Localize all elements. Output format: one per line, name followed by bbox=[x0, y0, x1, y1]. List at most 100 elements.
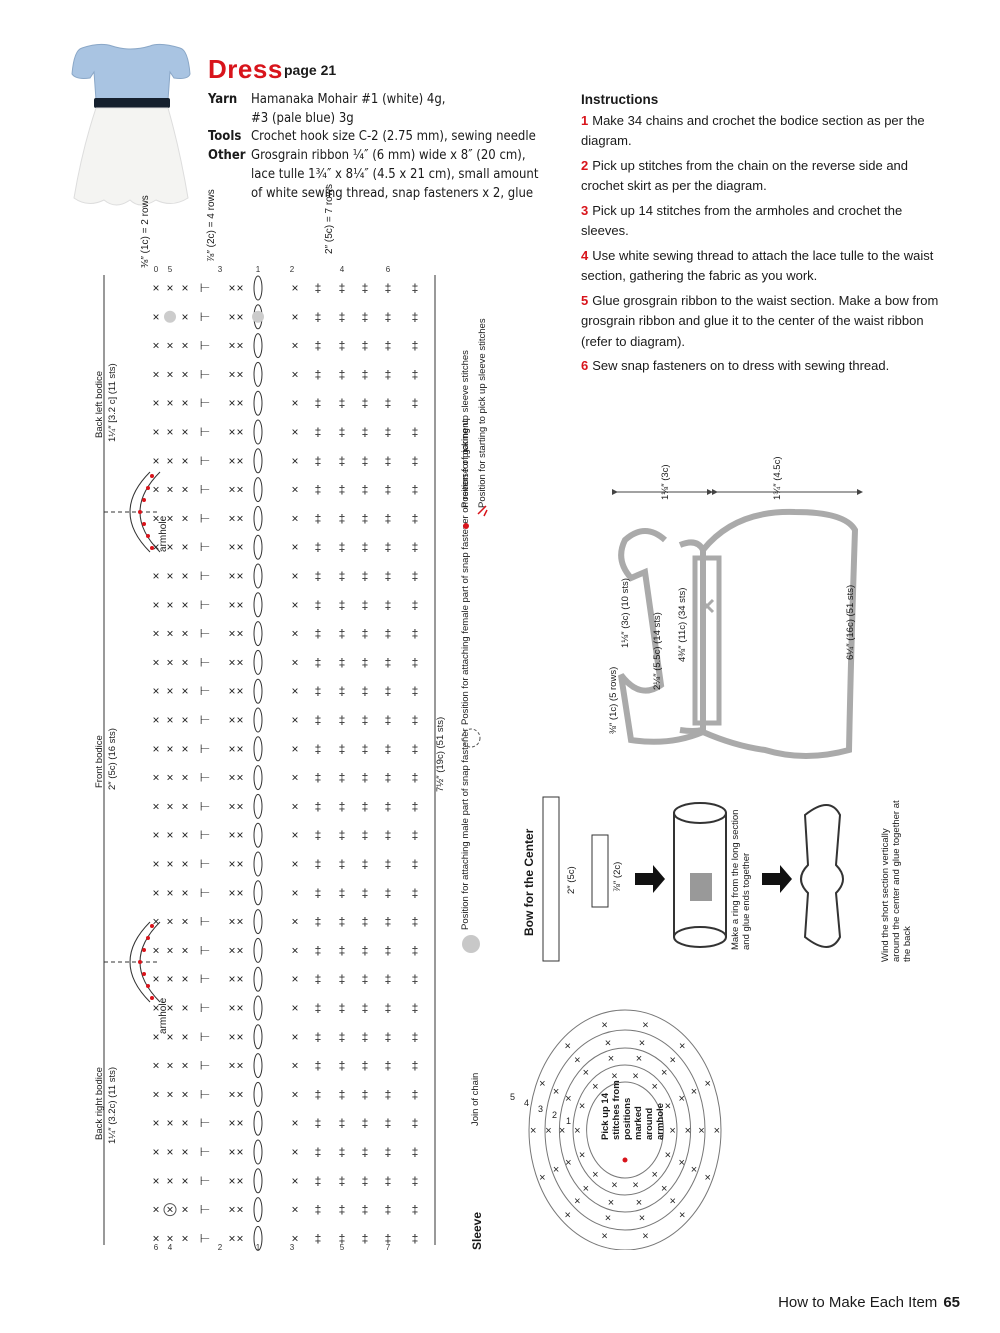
stitch-dc2: ‡ bbox=[362, 828, 369, 842]
stitch-dc: ⊢ bbox=[200, 1059, 210, 1073]
sleeve-round bbox=[544, 1029, 706, 1231]
sleeve-stitch: × bbox=[539, 1172, 545, 1184]
page-number: 65 bbox=[943, 1294, 960, 1311]
stitch-dc2: × bbox=[291, 1203, 298, 1217]
sleeve-stitch: × bbox=[665, 1101, 671, 1113]
stitch-dc2: ‡ bbox=[339, 281, 346, 295]
stitch-sc: × bbox=[166, 1116, 173, 1130]
other-value-2: lace tulle 1¾″ x 8¼″ (4.5 x 21 cm), smal… bbox=[251, 167, 539, 182]
stitch-dc2: ‡ bbox=[362, 655, 369, 669]
stitch-sc: × bbox=[181, 1001, 188, 1015]
stitch-sc: × bbox=[181, 1145, 188, 1159]
schem-bodice-h: 1⅛″ (3c) (10 sts) bbox=[620, 578, 631, 648]
stitch-sc: × bbox=[228, 1145, 235, 1159]
stitch-dc2: × bbox=[291, 1030, 298, 1044]
stitch-sc: × bbox=[152, 598, 159, 612]
stitch-dc2: ‡ bbox=[412, 1231, 419, 1245]
pick-dot bbox=[146, 984, 150, 988]
stitch-dc: ⊢ bbox=[200, 483, 210, 497]
stitch-dc2: × bbox=[291, 857, 298, 871]
female-snap-icon bbox=[461, 728, 481, 748]
sleeve-stitch: × bbox=[592, 1081, 598, 1093]
stitch-dc2: ‡ bbox=[412, 972, 419, 986]
stitch-dc2: ‡ bbox=[362, 915, 369, 929]
stitch-dc2: ‡ bbox=[315, 713, 322, 727]
stitch-sc: × bbox=[236, 972, 243, 986]
stitch-dc2: ‡ bbox=[412, 1001, 419, 1015]
stitch-dc: ⊢ bbox=[200, 713, 210, 727]
stitch-dc2: × bbox=[291, 742, 298, 756]
stitch-dc: ⊢ bbox=[200, 454, 210, 468]
stitch-dc: ⊢ bbox=[200, 684, 210, 698]
stitch-sc: × bbox=[236, 799, 243, 813]
stitch-sc: × bbox=[236, 684, 243, 698]
stitch-sc: × bbox=[228, 483, 235, 497]
sleeve-stitch: × bbox=[679, 1041, 685, 1053]
step-number: 3 bbox=[581, 202, 589, 218]
row-number-top: 4 bbox=[340, 265, 345, 274]
stitch-dc2: × bbox=[291, 540, 298, 554]
stitch-dc2: ‡ bbox=[385, 771, 392, 785]
stitch-dc2: ‡ bbox=[385, 569, 392, 583]
sleeve-round-number: 3 bbox=[538, 1104, 543, 1114]
stitch-dc: ⊢ bbox=[200, 655, 210, 669]
stitch-sc: × bbox=[181, 1030, 188, 1044]
stitch-sc: × bbox=[228, 598, 235, 612]
stitch-dc2: ‡ bbox=[412, 655, 419, 669]
pick-dot bbox=[142, 498, 146, 502]
stitch-sc: × bbox=[181, 281, 188, 295]
stitch-dc2: ‡ bbox=[362, 425, 369, 439]
stitch-dc2: ‡ bbox=[412, 1059, 419, 1073]
stitch-dc2: × bbox=[291, 1059, 298, 1073]
stitch-dc2: ‡ bbox=[315, 540, 322, 554]
stitch-sc: × bbox=[228, 972, 235, 986]
sleeve-stitch: × bbox=[530, 1125, 536, 1137]
sleeve-stitch: × bbox=[545, 1125, 551, 1137]
stitch-sc: × bbox=[166, 886, 173, 900]
stitch-dc2: ‡ bbox=[412, 281, 419, 295]
stitch-chain bbox=[253, 1024, 263, 1050]
stitch-sc: × bbox=[166, 540, 173, 554]
stitch-dc2: ‡ bbox=[362, 886, 369, 900]
stitch-sc: × bbox=[166, 1174, 173, 1188]
stitch-dc2: ‡ bbox=[412, 511, 419, 525]
stitch-dc2: ‡ bbox=[339, 684, 346, 698]
stitch-dc2: × bbox=[291, 972, 298, 986]
step-number: 4 bbox=[581, 247, 589, 263]
stitch-chain bbox=[253, 592, 263, 618]
stitch-dc2: ‡ bbox=[385, 1231, 392, 1245]
stitch-dc2: ‡ bbox=[362, 1116, 369, 1130]
stitch-chain bbox=[253, 880, 263, 906]
stitch-dc2: ‡ bbox=[385, 1030, 392, 1044]
stitch-sc: × bbox=[181, 915, 188, 929]
stitch-dc2: × bbox=[291, 886, 298, 900]
dress-schematic bbox=[612, 489, 863, 759]
stitch-dc2: ‡ bbox=[339, 943, 346, 957]
stitch-sc: × bbox=[181, 454, 188, 468]
sleeve-stitch: × bbox=[608, 1197, 614, 1209]
stitch-sc: × bbox=[236, 828, 243, 842]
sleeve-stitch: × bbox=[714, 1125, 720, 1137]
row-number-bottom: 7 bbox=[386, 1243, 391, 1252]
stitch-dc2: ‡ bbox=[339, 1174, 346, 1188]
stitch-sc: × bbox=[181, 742, 188, 756]
pick-dot bbox=[150, 924, 154, 928]
stitch-sc: × bbox=[181, 1231, 188, 1245]
stitch-sc: × bbox=[181, 1059, 188, 1073]
stitch-sc: × bbox=[166, 742, 173, 756]
armhole-arc bbox=[129, 471, 151, 553]
stitch-dc2: ‡ bbox=[362, 627, 369, 641]
legend-symbols bbox=[461, 505, 488, 953]
sleeve-stitch: × bbox=[565, 1041, 571, 1053]
stitch-dc2: ‡ bbox=[315, 799, 322, 813]
stitch-sc: × bbox=[181, 1116, 188, 1130]
stitch-chain bbox=[253, 390, 263, 416]
stitch-dc2: × bbox=[291, 1145, 298, 1159]
stitch-dc: ⊢ bbox=[200, 540, 210, 554]
sleeve-stitch: × bbox=[691, 1086, 697, 1098]
sleeve-stitch: × bbox=[574, 1195, 580, 1207]
sleeve-stitch: × bbox=[611, 1070, 617, 1082]
stitch-dc2: × bbox=[291, 1087, 298, 1101]
stitch-dc2: ‡ bbox=[412, 454, 419, 468]
